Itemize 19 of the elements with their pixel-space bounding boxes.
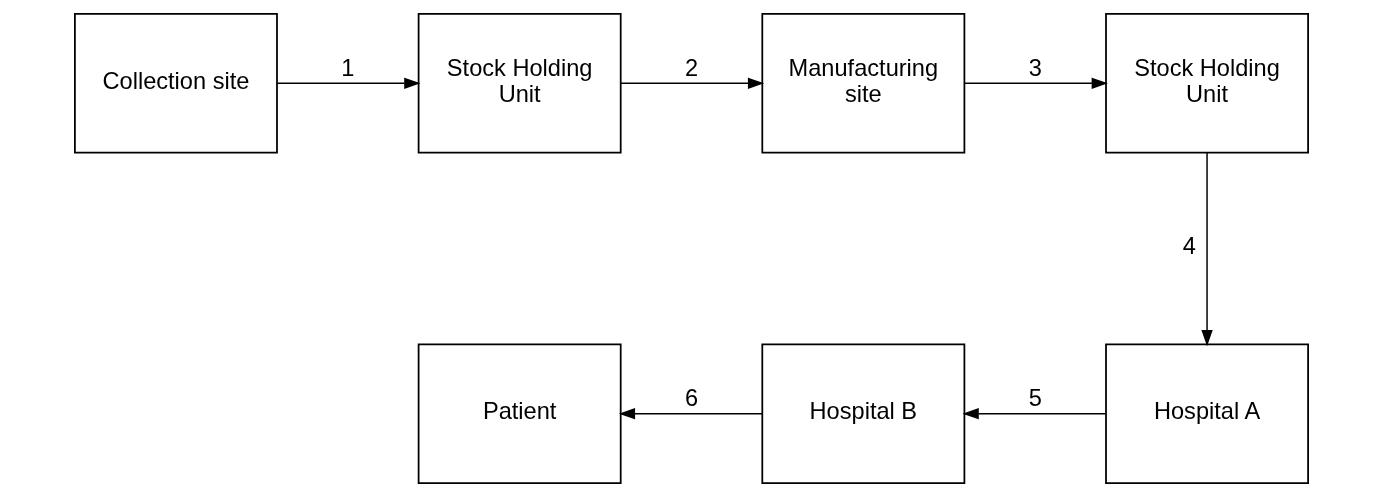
arrow (620, 77, 765, 89)
node-box: Hospital A (1105, 343, 1309, 484)
node-box: Hospital B (761, 343, 966, 484)
node-box: Stock Holding Unit (1105, 13, 1309, 154)
node-box: Stock Holding Unit (417, 13, 622, 154)
edge-label: 2 (684, 54, 699, 81)
arrow (964, 77, 1108, 89)
node-box: Manufacturing site (761, 13, 966, 154)
edge-label: 4 (1182, 233, 1196, 260)
edge-label: 3 (1028, 54, 1042, 81)
edge-label: 1 (341, 54, 355, 81)
edge-label: 5 (1028, 385, 1042, 412)
node-box: Patient (417, 343, 622, 484)
arrow (962, 408, 1107, 420)
arrow (276, 77, 421, 89)
arrow (618, 408, 763, 420)
edge-label: 6 (684, 385, 699, 412)
arrow (1201, 152, 1213, 347)
node-box: Collection site (74, 13, 278, 154)
